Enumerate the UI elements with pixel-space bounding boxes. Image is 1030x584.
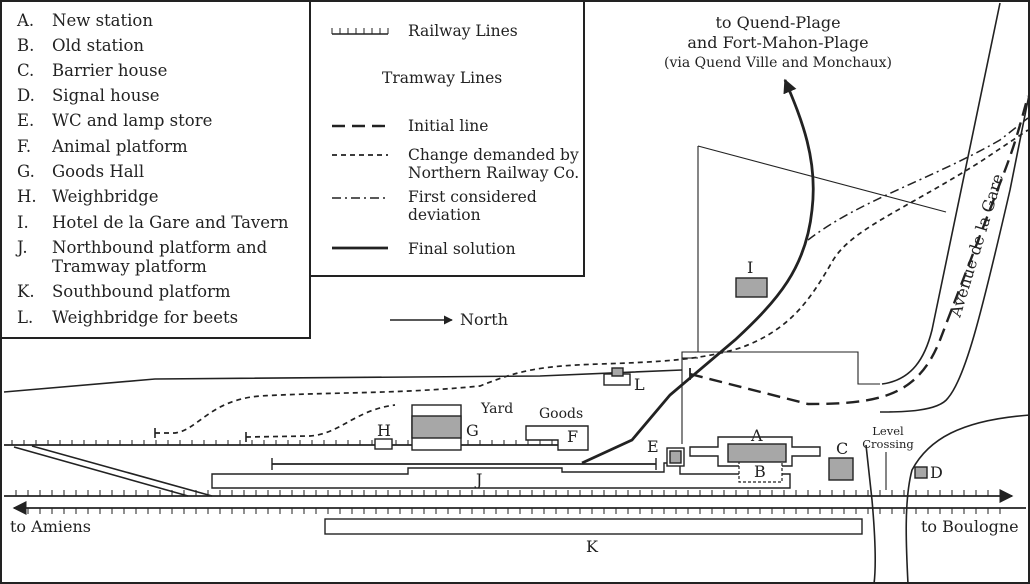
hotel-plot-boundary [681,146,699,444]
label-i: I [747,258,753,277]
key-text: Northbound platform and [52,238,268,257]
label-f: F [567,427,578,446]
label-j: J [474,470,482,489]
key-letter: C. [17,61,34,80]
level-crossing-road-east [905,414,1030,584]
key-text: Weighbridge [52,187,158,206]
key-letter: A. [16,11,34,30]
hotel-plot-diagonal [697,145,947,213]
key-text: WC and lamp store [52,111,212,130]
key-letter: G. [17,162,35,181]
key-text: Goods Hall [52,162,144,181]
main-line-bottom-ties [27,508,1001,514]
avenue-de-la-gare-left-edge [881,2,1001,385]
legend-deviation-label-2: deviation [408,206,481,224]
destination-quend-line-3: (via Quend Ville and Monchaux) [664,55,892,71]
tramway-final-solution [581,78,815,465]
label-c: C [836,439,848,458]
tramway-change-west-spur [245,404,396,438]
legend-initial-label: Initial line [408,117,488,135]
key-text: Barrier house [52,61,167,80]
label-k: K [586,537,599,556]
building-d-signal-house [914,466,928,479]
legend-change-label-2: Northern Railway Co. [408,164,579,182]
building-l-weighbridge-beets [611,367,624,377]
label-yard: Yard [480,401,513,417]
key-text: Signal house [52,86,160,105]
building-h-weighbridge [374,438,393,450]
key-text: Tramway platform [52,257,207,276]
label-level-crossing-2: Crossing [862,437,914,451]
building-g-goods-hall [411,415,462,439]
legend-tramway-heading: Tramway Lines [382,69,502,87]
destination-boulogne: to Boulogne [921,517,1019,536]
platform-k-southbound [324,518,863,535]
platform-j-northbound [211,462,791,489]
legend-box [309,0,585,277]
destination-quend-line-1: to Quend-Plage [715,13,840,32]
legend-deviation-label-1: First considered [408,188,537,206]
level-crossing-road-west [865,444,877,584]
building-i-hotel [735,277,768,298]
label-h: H [377,421,391,440]
key-letter: D. [17,86,35,105]
legend-railway-sample [331,28,389,35]
main-line-top-ties [15,490,989,496]
spur-track-upper [31,445,213,497]
key-letter: K. [17,282,35,301]
key-box [0,0,311,339]
building-a-new-station [727,443,787,463]
key-letter: E. [17,111,34,130]
key-text: Hotel de la Gare and Tavern [52,213,289,232]
label-goods: Goods [539,406,583,422]
yard-road-north [3,369,683,393]
key-text: Animal platform [51,137,188,156]
main-line-bottom-track [12,501,1026,515]
key-text: Old station [52,36,144,55]
key-text: Weighbridge for beets [52,308,238,327]
plot-inner-step [698,351,880,385]
main-line-top-track [4,489,1014,503]
tramway-initial-line [689,95,1030,406]
yard-siding-track [4,440,560,446]
key-list: A. New station B. Old station C. Barrier… [15,11,289,327]
key-letter: I. [17,213,29,232]
label-b: B [754,462,766,481]
avenue-de-la-gare-right-edge [879,89,1030,413]
label-g: G [466,421,479,440]
label-level-crossing-1: Level [872,424,904,438]
key-letter: L. [17,308,33,327]
key-letter: B. [17,36,34,55]
key-letter: J. [15,238,28,257]
key-text: New station [52,11,153,30]
building-c-barrier-house [828,457,854,481]
destination-amiens: to Amiens [10,517,91,536]
tramway-first-deviation [807,117,1029,241]
label-e: E [647,437,659,456]
legend-final-label: Final solution [408,240,516,258]
legend-change-label-1: Change demanded by [408,146,579,164]
label-d: D [930,463,943,482]
destination-quend-line-2: and Fort-Mahon-Plage [687,33,868,52]
building-e-wc-lamp-store [669,450,682,464]
tramway-platform-track-ends [271,458,657,470]
key-letter: H. [17,187,37,206]
label-l: L [634,375,645,394]
spur-track-lower [13,446,189,497]
building-f-animal-platform [525,425,589,451]
key-letter: F. [17,137,31,156]
label-a: A [750,426,763,445]
north-label: North [460,310,508,329]
legend-railway-label: Railway Lines [408,22,518,40]
key-text: Southbound platform [52,282,231,301]
